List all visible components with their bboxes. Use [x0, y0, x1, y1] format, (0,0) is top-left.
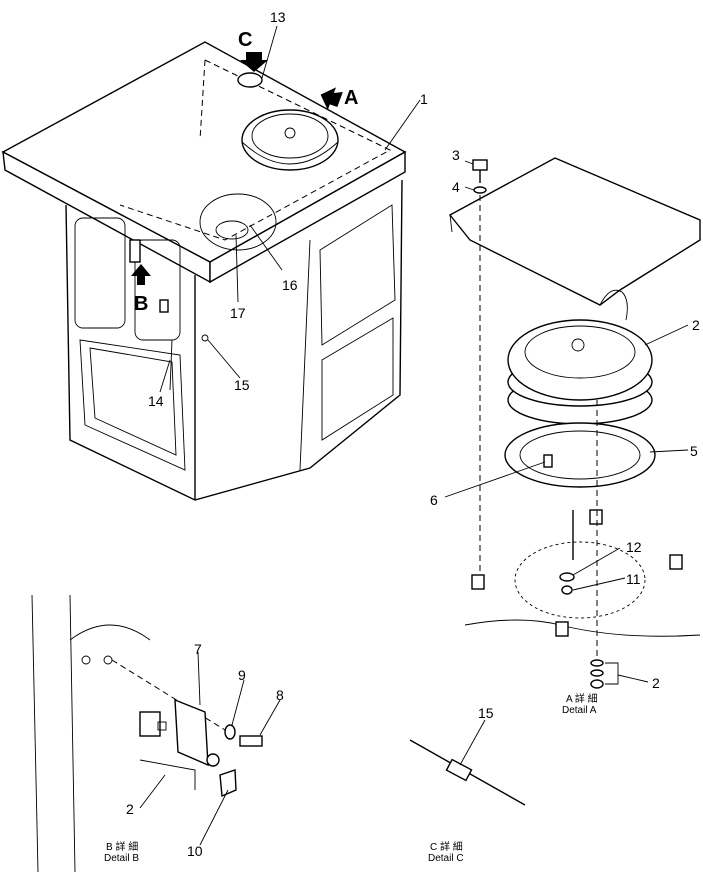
callout-2-nut: 2: [652, 675, 660, 691]
callout-16: 16: [282, 277, 298, 293]
detail-captions: A 詳 細 Detail A B 詳 細 Detail B C 詳 細 Deta…: [104, 692, 598, 864]
view-arrow-b: B: [131, 264, 151, 315]
detail-b-assembly: [31, 594, 263, 872]
callout-3: 3: [452, 147, 460, 163]
callout-14: 14: [148, 393, 164, 409]
callout-10: 10: [187, 843, 203, 859]
callout-7: 7: [194, 641, 202, 657]
cab-assembly: [1, 41, 407, 501]
detail-b-caption-jp: B 詳 細: [106, 840, 138, 853]
detail-c-caption-jp: C 詳 細: [430, 840, 463, 853]
detail-a-caption-jp: A 詳 細: [566, 692, 598, 705]
callout-12: 12: [626, 539, 642, 555]
detail-a-assembly: [448, 157, 701, 689]
callout-numbers: 1 13 16 17 15 14 3 4 2 5 6 12 11 2 7 9 8…: [126, 9, 700, 859]
callout-15-cab: 15: [234, 377, 250, 393]
callout-9: 9: [238, 667, 246, 683]
leader-lines: [139, 25, 689, 846]
callout-6: 6: [430, 492, 438, 508]
detail-a-caption-en: Detail A: [562, 705, 597, 716]
callout-4: 4: [452, 179, 460, 195]
callout-5: 5: [690, 443, 698, 459]
callout-2-switch: 2: [126, 801, 134, 817]
callout-8: 8: [276, 687, 284, 703]
callout-15-detail: 15: [478, 705, 494, 721]
view-arrow-c-label: C: [238, 29, 252, 51]
detail-c-assembly: [409, 739, 526, 806]
view-arrow-c: C: [238, 29, 268, 72]
detail-b-caption-en: Detail B: [104, 853, 139, 864]
view-arrow-b-label: B: [134, 293, 148, 315]
callout-17: 17: [230, 305, 246, 321]
callout-11: 11: [626, 571, 641, 587]
callout-1: 1: [420, 91, 428, 107]
callout-2-horn: 2: [692, 317, 700, 333]
view-arrow-a-label: A: [344, 87, 358, 109]
view-arrow-a: A: [320, 87, 358, 110]
detail-c-caption-en: Detail C: [428, 853, 464, 864]
callout-13: 13: [270, 9, 286, 25]
